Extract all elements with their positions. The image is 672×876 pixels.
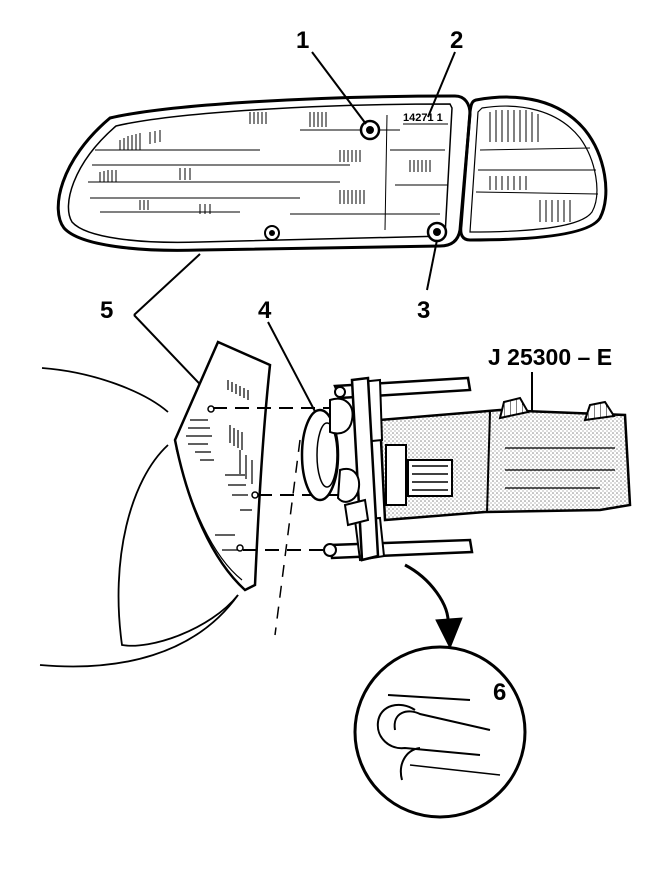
- vehicle-front-body: [39, 340, 360, 668]
- aimer-tool: [300, 376, 632, 562]
- detail-arrow: [404, 563, 450, 626]
- side-marker-lamp: [459, 95, 608, 242]
- detail-view-6: [353, 563, 527, 819]
- headlamp-assembly: 14271 1: [56, 94, 608, 252]
- callout-2: 2: [450, 27, 463, 54]
- callout-3: 3: [417, 297, 430, 324]
- level-knob-left: [498, 396, 530, 420]
- part-number-label: 14271 1: [403, 112, 443, 124]
- callout-5: 5: [100, 297, 113, 324]
- tool-number-label: J 25300 – E: [488, 344, 612, 370]
- callout-1: 1: [296, 27, 309, 54]
- callout-4: 4: [258, 297, 272, 324]
- callout-6: 6: [493, 679, 506, 706]
- detail-circle: [353, 645, 527, 819]
- headlamp-lens: [56, 94, 472, 252]
- level-knob-right: [583, 400, 616, 422]
- headlamp-texture: [88, 114, 448, 231]
